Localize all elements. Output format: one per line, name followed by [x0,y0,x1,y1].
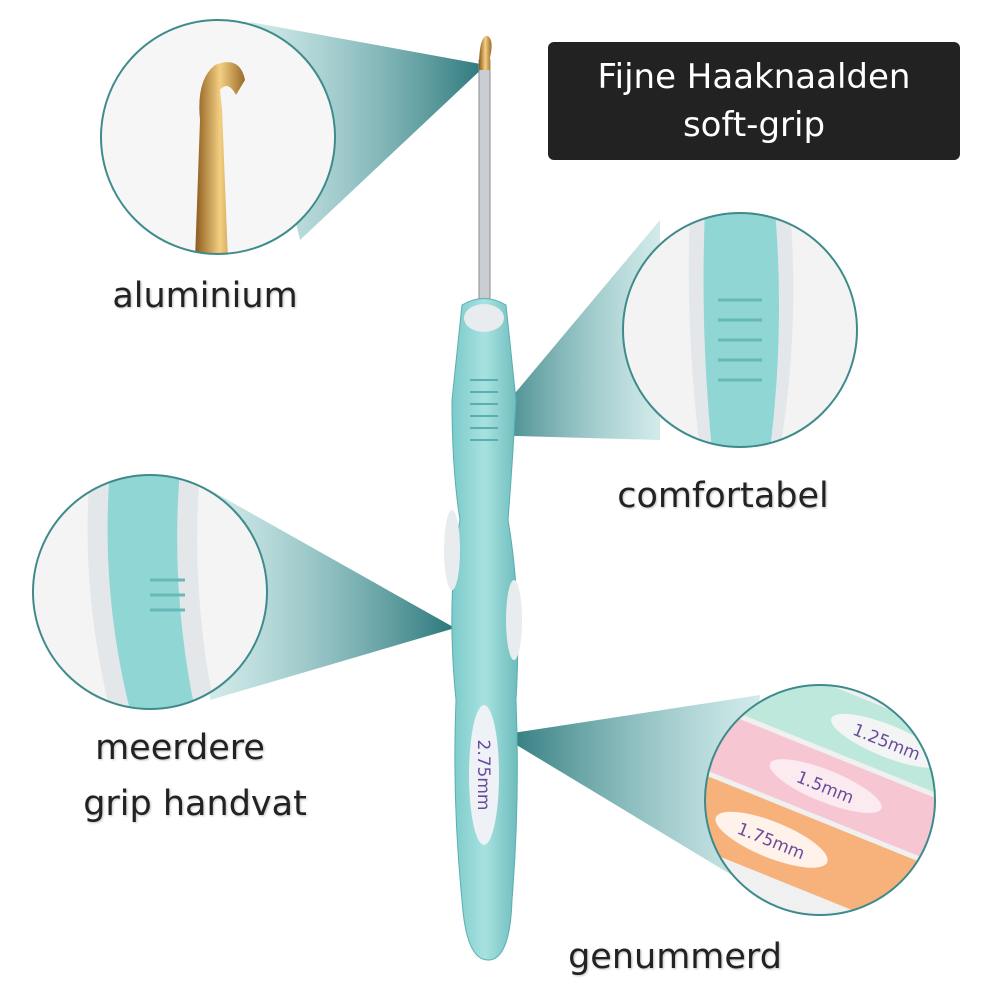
hook-handle [451,298,519,961]
detail-circle-grip [33,475,267,709]
callout-cone-comfortabel [480,220,660,440]
size-label-area [469,705,499,845]
label-aluminium: aluminium [112,276,298,316]
grip-inset [506,580,522,660]
handle-cap [464,304,504,332]
callout-cone-numbered [500,695,760,880]
label-numbered: genummerd [568,937,782,977]
label-grip-line1: meerdere [95,728,265,768]
hook-size-text: 2.75mm [473,740,493,811]
detail-circle-aluminium [101,20,335,254]
label-comfortabel: comfortabel [617,476,829,516]
title-line-2: soft-grip [682,105,826,145]
hook-shaft [478,59,491,311]
handle-ridges [470,379,498,441]
grip-inset [444,510,460,590]
callout-cone-grip [210,490,455,700]
title-line-1: Fijne Haaknaalden [597,57,911,97]
hook-tip [479,35,492,70]
detail-circle-comfortabel [623,213,857,447]
title-banner: Fijne Haaknaalden soft-grip [548,42,960,160]
label-grip-line2: grip handvat [83,784,307,824]
